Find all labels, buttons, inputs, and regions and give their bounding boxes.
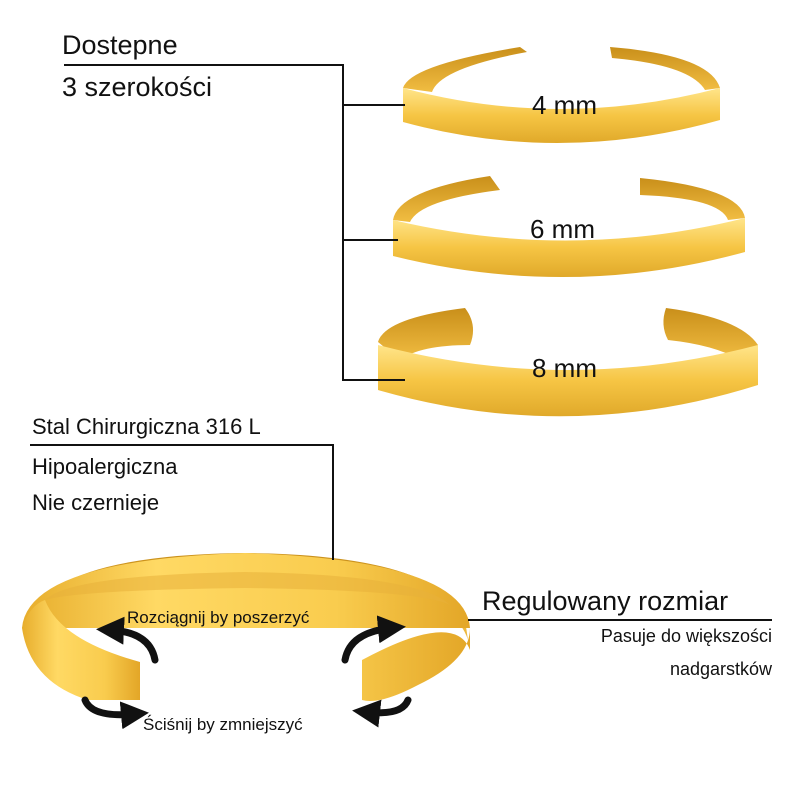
material-connector-lines bbox=[30, 444, 334, 560]
stretch-arrow-right-icon bbox=[341, 615, 406, 664]
material-line1: Stal Chirurgiczna 316 L bbox=[32, 414, 261, 439]
bracelet-4mm bbox=[403, 47, 720, 144]
bracelet-6mm bbox=[393, 176, 745, 278]
widths-heading-line1: Dostepne bbox=[62, 30, 178, 60]
adjustable-line2: Pasuje do większości bbox=[600, 626, 772, 646]
material-line3: Nie czernieje bbox=[32, 490, 160, 515]
width-label-6mm: 6 mm bbox=[530, 214, 595, 244]
adjustable-title: Regulowany rozmiar bbox=[482, 586, 729, 616]
widths-heading-line2: 3 szerokości bbox=[62, 72, 213, 102]
bracelet-8mm bbox=[378, 308, 758, 417]
squeeze-arrow-right-icon bbox=[352, 696, 412, 728]
width-label-4mm: 4 mm bbox=[532, 90, 597, 120]
width-connector-lines bbox=[64, 64, 405, 381]
stretch-arrow-left-icon bbox=[96, 616, 159, 664]
squeeze-instruction: Ściśnij by zmniejszyć bbox=[143, 715, 303, 734]
adjustable-line3: nadgarstków bbox=[669, 659, 772, 679]
stretch-instruction: Rozciągnij by poszerzyć bbox=[127, 608, 310, 627]
material-line2: Hipoalergiczna bbox=[32, 454, 178, 479]
width-label-8mm: 8 mm bbox=[532, 353, 597, 383]
squeeze-arrow-left-icon bbox=[81, 696, 149, 730]
bracelet-adjustable bbox=[22, 553, 470, 701]
